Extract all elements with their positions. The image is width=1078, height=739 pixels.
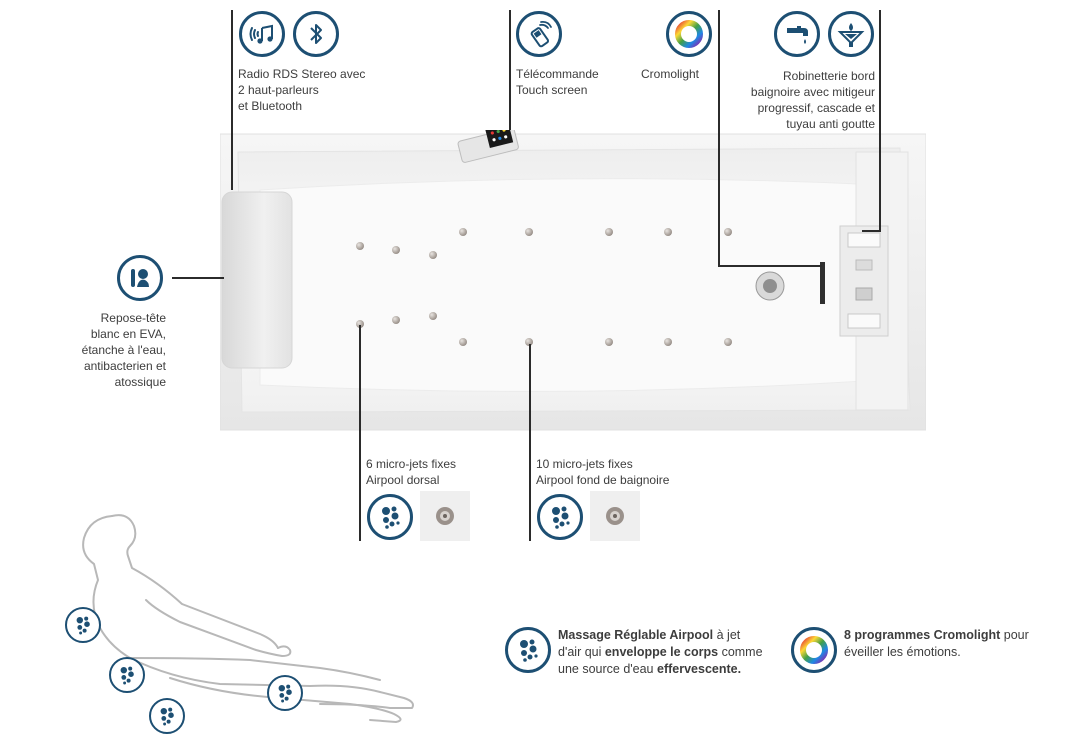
micro-jet [459, 228, 467, 236]
remote-label: Télécommande Touch screen [516, 67, 599, 97]
micro-jet [356, 320, 364, 328]
leader-line [509, 10, 511, 130]
faucet-icon [774, 11, 820, 57]
airpool-icon [149, 698, 185, 734]
micro-jet [664, 338, 672, 346]
headrest-label: Repose-tête blanc en EVA, étanche à l'ea… [81, 311, 166, 389]
feature-bold: 8 programmes Cromolight [844, 628, 1001, 642]
radio-label: Radio RDS Stereo avec 2 haut-parleurs et… [238, 67, 366, 113]
jets-bottom-label: 10 micro-jets fixes Airpool fond de baig… [536, 457, 670, 487]
feature-bold: Massage Réglable Airpool [558, 628, 714, 642]
feature-bold: enveloppe le corps [604, 645, 719, 659]
leader-line [529, 344, 531, 541]
micro-jet [664, 228, 672, 236]
bluetooth-icon [293, 11, 339, 57]
radio-icon [239, 11, 285, 57]
leader-line [718, 10, 720, 266]
airpool-icon [267, 675, 303, 711]
cromolight-label: Cromolight [641, 67, 700, 81]
micro-jet [429, 251, 437, 259]
airpool-icon [109, 657, 145, 693]
cascade-icon [828, 11, 874, 57]
leader-line [359, 325, 361, 541]
airpool-feature-text: Massage Réglable Airpool à jet d'air qui… [558, 627, 763, 678]
remote-icon [516, 11, 562, 57]
micro-jet [724, 228, 732, 236]
micro-jet [605, 338, 613, 346]
cromolight-icon [666, 11, 712, 57]
headrest-icon [117, 255, 163, 301]
bathtub-illustration [220, 130, 926, 431]
jets-back-label: 6 micro-jets fixes Airpool dorsal [366, 457, 457, 487]
micro-jet [459, 338, 467, 346]
leader-line [718, 265, 822, 267]
micro-jet [525, 228, 533, 236]
feature-text: à jet d'air qui [558, 628, 741, 659]
micro-jet [605, 228, 613, 236]
jet-photo [590, 491, 640, 541]
micro-jet [724, 338, 732, 346]
airpool-icon [367, 494, 413, 540]
feature-text: pour éveiller les émotions. [844, 628, 1029, 659]
micro-jet [525, 338, 533, 346]
airpool-icon [537, 494, 583, 540]
leader-line [231, 10, 233, 190]
faucet-label: Robinetterie bord baignoire avec mitigeu… [750, 69, 875, 131]
leader-line [879, 10, 881, 232]
micro-jet [356, 242, 364, 250]
micro-jet [429, 312, 437, 320]
micro-jet [392, 246, 400, 254]
leader-line [172, 277, 224, 279]
cromolight-feature-text: 8 programmes Cromolight pour éveiller le… [844, 627, 1064, 661]
leader-line [862, 230, 881, 232]
airpool-icon [65, 607, 101, 643]
jet-photo [420, 491, 470, 541]
feature-text: comme une source d'eau [558, 645, 763, 676]
airpool-icon [505, 627, 551, 673]
cromolight-icon [791, 627, 837, 673]
feature-bold: effervescente. [657, 662, 742, 676]
reclining-person-illustration [82, 514, 414, 723]
micro-jet [392, 316, 400, 324]
